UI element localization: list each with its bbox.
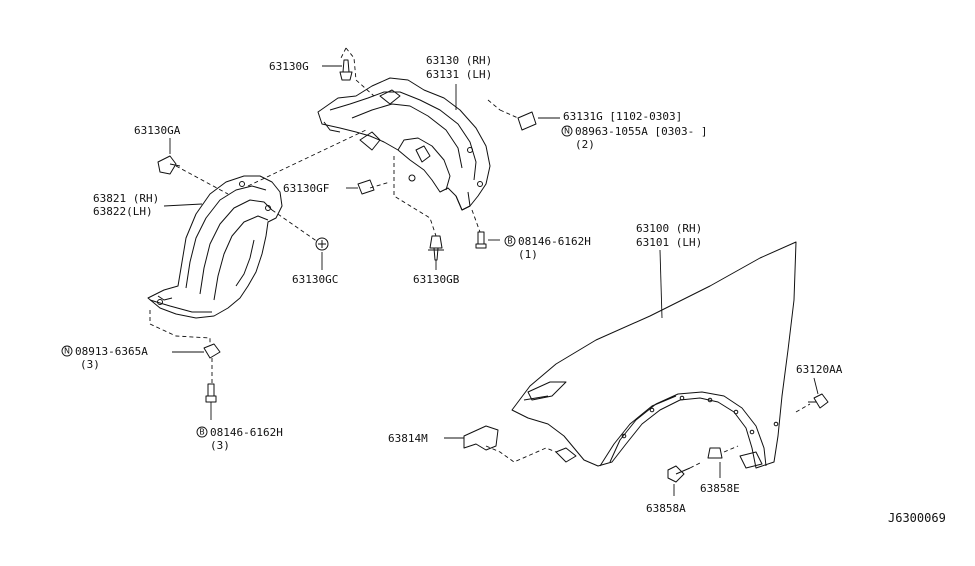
assembly-dashed-lines: [149, 47, 811, 469]
label-08913-6365a: 08913-6365A: [75, 345, 148, 358]
clip-63130gf: [357, 179, 375, 195]
label-08146-top: 08146-6162H: [518, 235, 591, 248]
clip-63858e: [707, 447, 723, 459]
fender-liner-front: [147, 175, 283, 319]
label-63130g: 63130G: [269, 60, 309, 73]
label-63100-rh: 63100 (RH): [636, 222, 702, 235]
diagram-reference-code: J6300069: [888, 511, 946, 525]
clip-63131g: [517, 111, 537, 131]
label-63131-lh: 63131 (LH): [426, 68, 492, 81]
clip-63130gc: [315, 237, 329, 251]
bolt-08146-top: [475, 231, 487, 249]
label-63130gc: 63130GC: [292, 273, 338, 286]
b-badge-letter-top: B: [507, 237, 513, 246]
n-badge-icon: [561, 125, 573, 137]
bracket-63814m: [463, 425, 499, 451]
label-08963-1055a: 08963-1055A [0303- ]: [575, 125, 707, 138]
bolt-08146-bottom: [205, 383, 217, 403]
label-63821-rh: 63821 (RH): [93, 192, 159, 205]
label-63858e: 63858E: [700, 482, 740, 495]
b-badge-icon: [504, 235, 516, 247]
label-08146-top-qty: (1): [518, 248, 538, 261]
clip-63130ga: [157, 155, 181, 175]
leader-lines: [163, 65, 819, 496]
nut-08913: [203, 343, 221, 359]
label-63858a: 63858A: [646, 502, 686, 515]
clip-63130g: [339, 59, 353, 81]
b-badge-icon: [196, 426, 208, 438]
clip-63130gb: [428, 235, 444, 261]
label-63814m: 63814M: [388, 432, 428, 445]
part-labels: 63130G 63130 (RH) 63131 (LH) 63131G [110…: [61, 54, 946, 525]
label-08146-bottom: 08146-6162H: [210, 426, 283, 439]
label-63131g: 63131G [1102-0303]: [563, 110, 682, 123]
label-63130gf: 63130GF: [283, 182, 329, 195]
b-badge-letter-bottom: B: [199, 428, 205, 437]
label-63130ga: 63130GA: [134, 124, 181, 137]
clip-63120aa: [808, 393, 829, 409]
n-badge-icon: [61, 345, 73, 357]
n-badge-letter: N: [564, 127, 570, 136]
clip-63858a: [667, 465, 691, 483]
fender-liner-upper: [317, 77, 491, 211]
n-badge-letter-bottom: N: [64, 347, 70, 356]
front-fender-panel: [511, 241, 797, 469]
label-63130-rh: 63130 (RH): [426, 54, 492, 67]
label-63120aa: 63120AA: [796, 363, 843, 376]
label-63130gb: 63130GB: [413, 273, 460, 286]
label-08963-qty: (2): [575, 138, 595, 151]
label-08913-qty: (3): [80, 358, 100, 371]
label-63101-lh: 63101 (LH): [636, 236, 702, 249]
label-63822-lh: 63822(LH): [93, 205, 153, 218]
label-08146-bottom-qty: (3): [210, 439, 230, 452]
